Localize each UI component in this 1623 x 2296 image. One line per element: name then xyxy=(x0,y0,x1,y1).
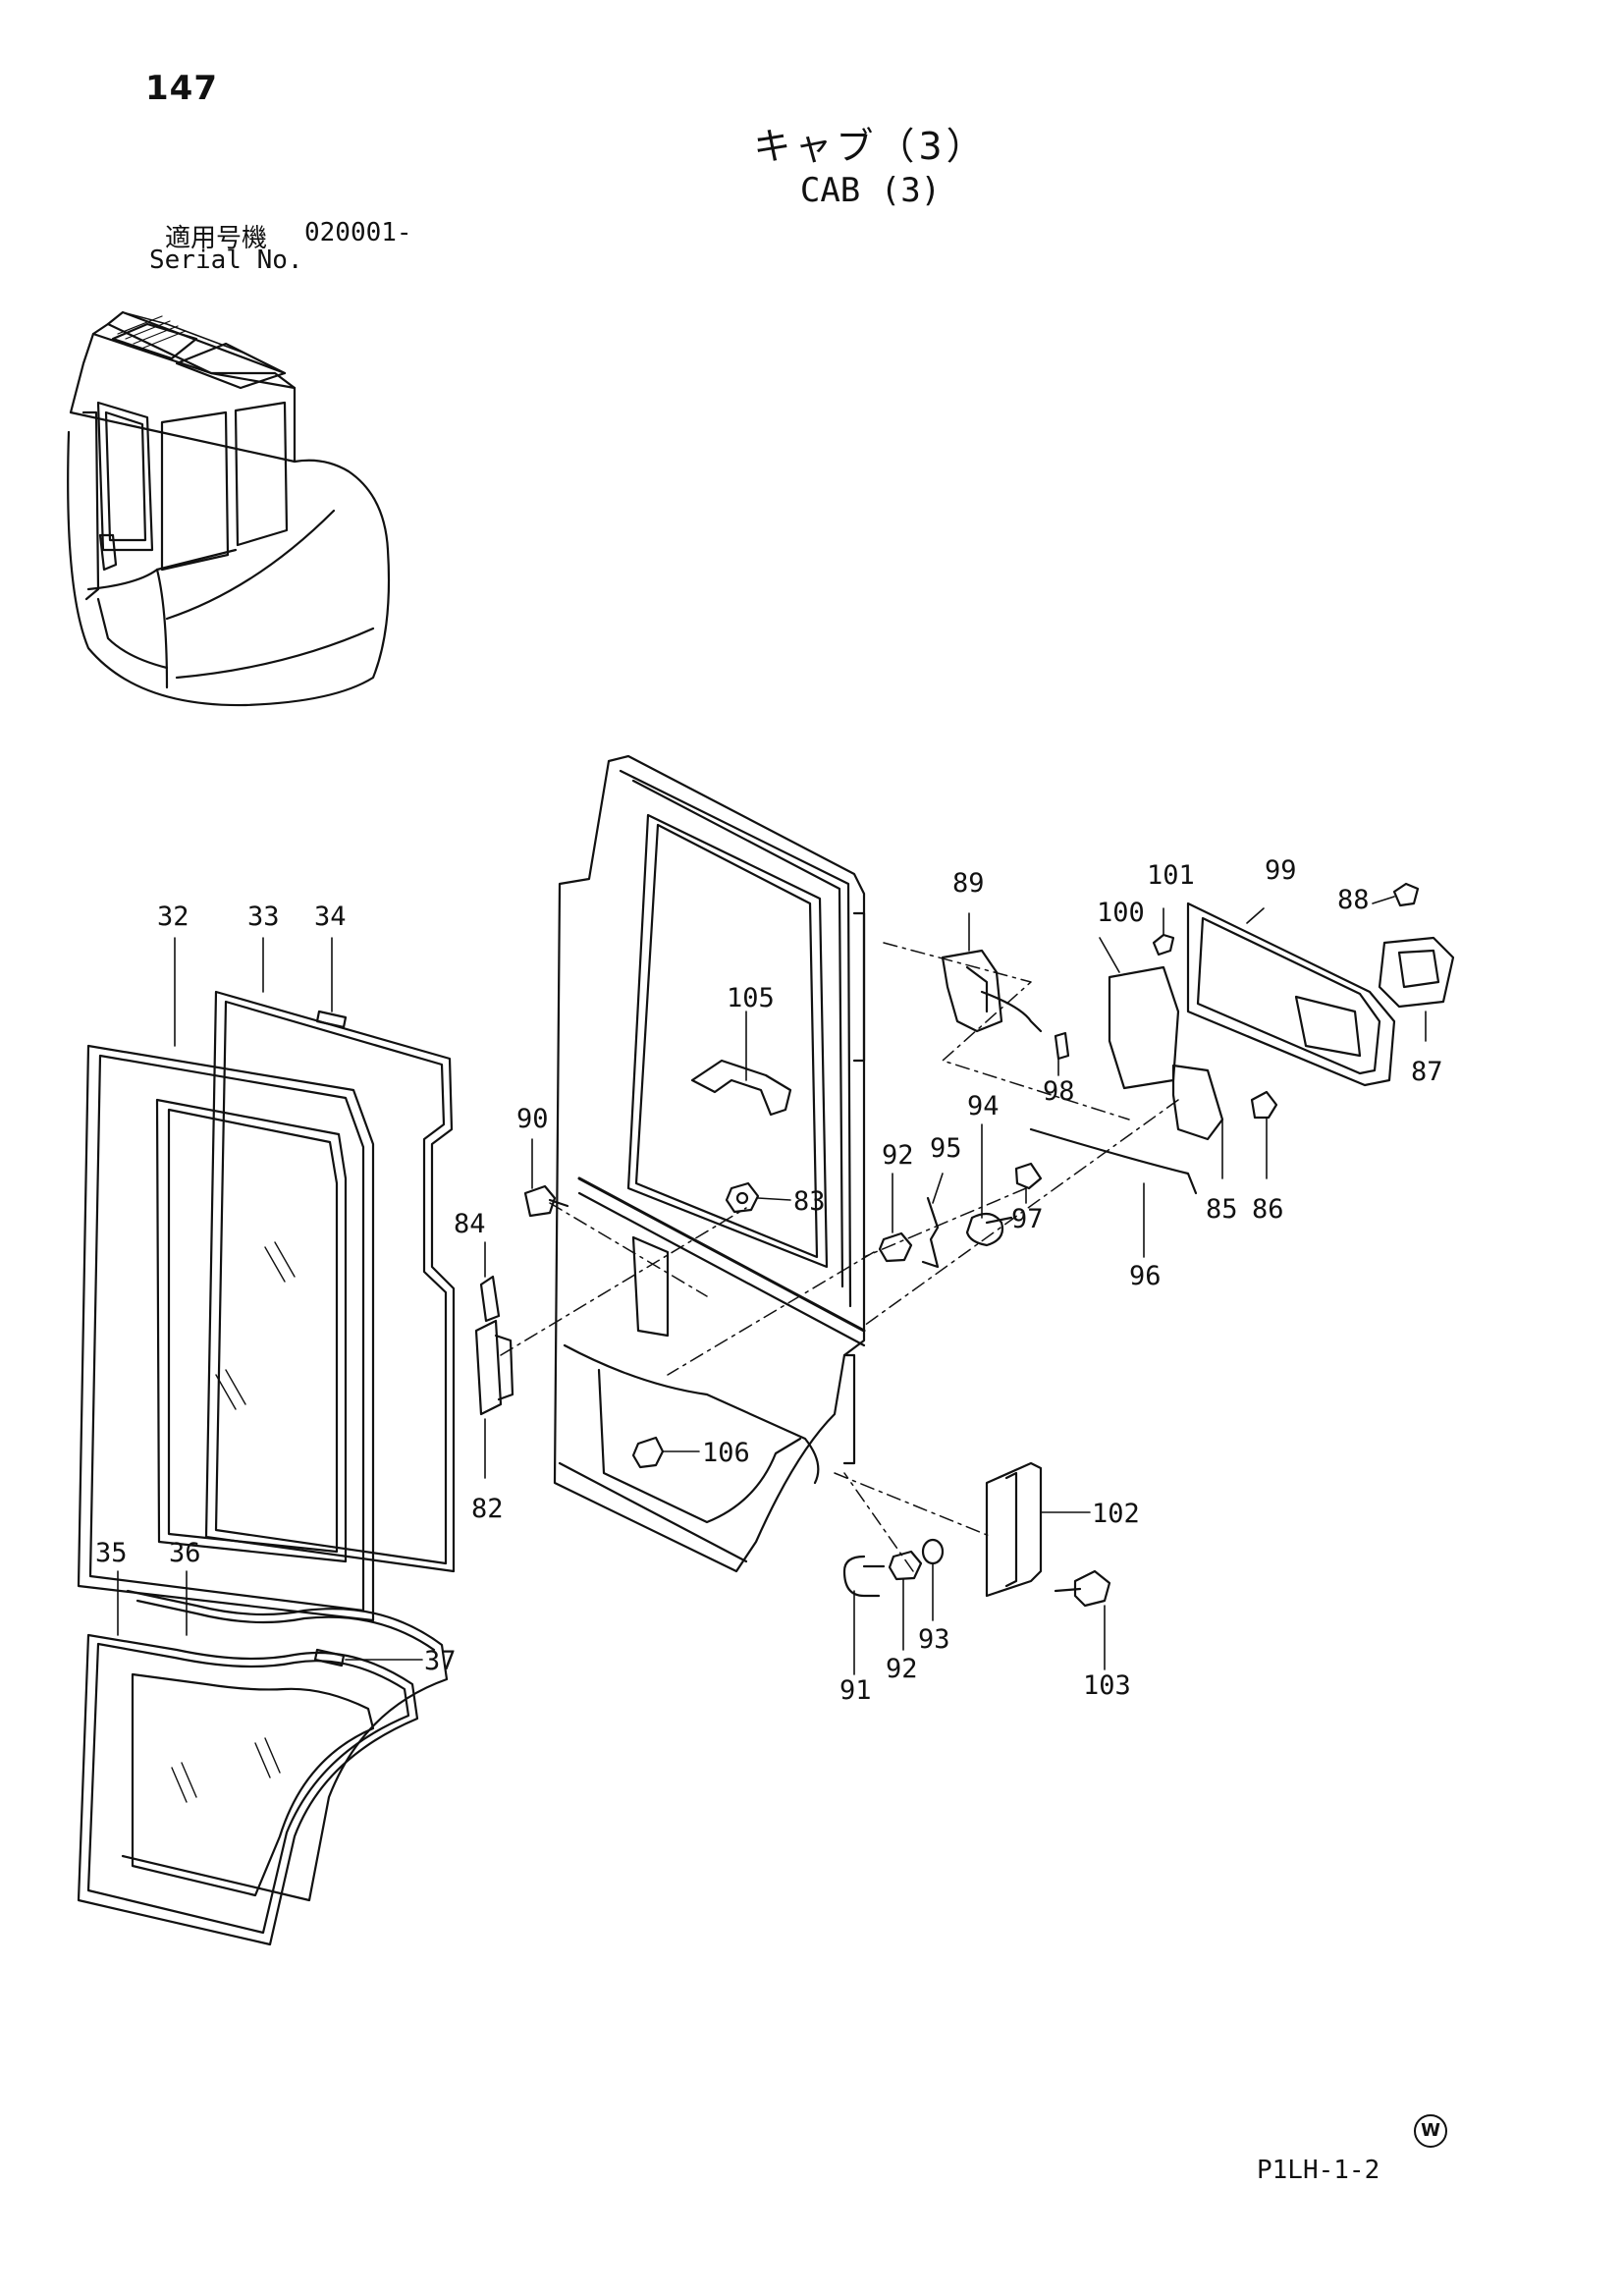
callout-83: 83 xyxy=(793,1186,826,1217)
callout-84: 84 xyxy=(454,1209,486,1239)
callout-94: 94 xyxy=(967,1091,1000,1121)
page-title-japanese: キャブ（3） xyxy=(753,125,988,168)
assembly-guide-lines xyxy=(500,942,1179,1572)
callout-86: 86 xyxy=(1252,1194,1284,1225)
callout-33: 33 xyxy=(247,902,280,932)
callout-103: 103 xyxy=(1083,1670,1131,1701)
callout-97: 97 xyxy=(1011,1204,1044,1234)
callout-102: 102 xyxy=(1092,1499,1140,1529)
callout-35: 35 xyxy=(95,1538,128,1568)
callout-32: 32 xyxy=(157,902,189,932)
drawing-code: P1LH-1-2 xyxy=(1257,2156,1380,2185)
callout-96: 96 xyxy=(1129,1261,1162,1291)
page-number: 147 xyxy=(145,69,218,108)
callout-91: 91 xyxy=(839,1675,872,1706)
callout-93: 93 xyxy=(918,1624,950,1655)
callout-100: 100 xyxy=(1097,898,1145,928)
callout-90: 90 xyxy=(516,1104,549,1134)
callout-92-lower: 92 xyxy=(886,1654,918,1684)
callout-36: 36 xyxy=(169,1538,201,1568)
callout-101: 101 xyxy=(1147,860,1195,891)
callout-82: 82 xyxy=(471,1494,504,1524)
callout-92-upper: 92 xyxy=(882,1140,914,1171)
callout-105: 105 xyxy=(727,983,775,1013)
callout-95: 95 xyxy=(930,1133,962,1164)
door-glass-upper xyxy=(77,990,456,1622)
callout-99: 99 xyxy=(1265,855,1297,886)
callout-37: 37 xyxy=(424,1646,457,1676)
callout-106: 106 xyxy=(702,1438,750,1468)
callout-87: 87 xyxy=(1411,1057,1443,1087)
door-glass-lower xyxy=(77,1589,449,1946)
cab-overview-illustration xyxy=(67,310,391,707)
callout-34: 34 xyxy=(314,902,347,932)
door-hardware xyxy=(474,882,1455,1608)
callout-labels: 32 33 34 35 36 37 82 83 84 85 86 87 88 8… xyxy=(95,855,1443,1706)
cab-door xyxy=(553,754,866,1573)
serial-label-japanese: 適用号機 xyxy=(165,224,268,253)
page-title-english: CAB (3) xyxy=(799,171,942,210)
serial-label-english: Serial No. xyxy=(149,246,303,275)
w-mark-icon: W xyxy=(1414,2114,1447,2148)
leader-lines xyxy=(117,896,1427,1675)
callout-98: 98 xyxy=(1043,1076,1075,1107)
serial-number-value: 020001- xyxy=(304,218,412,247)
callout-89: 89 xyxy=(952,868,985,899)
callout-85: 85 xyxy=(1206,1194,1238,1225)
callout-88: 88 xyxy=(1337,885,1370,915)
